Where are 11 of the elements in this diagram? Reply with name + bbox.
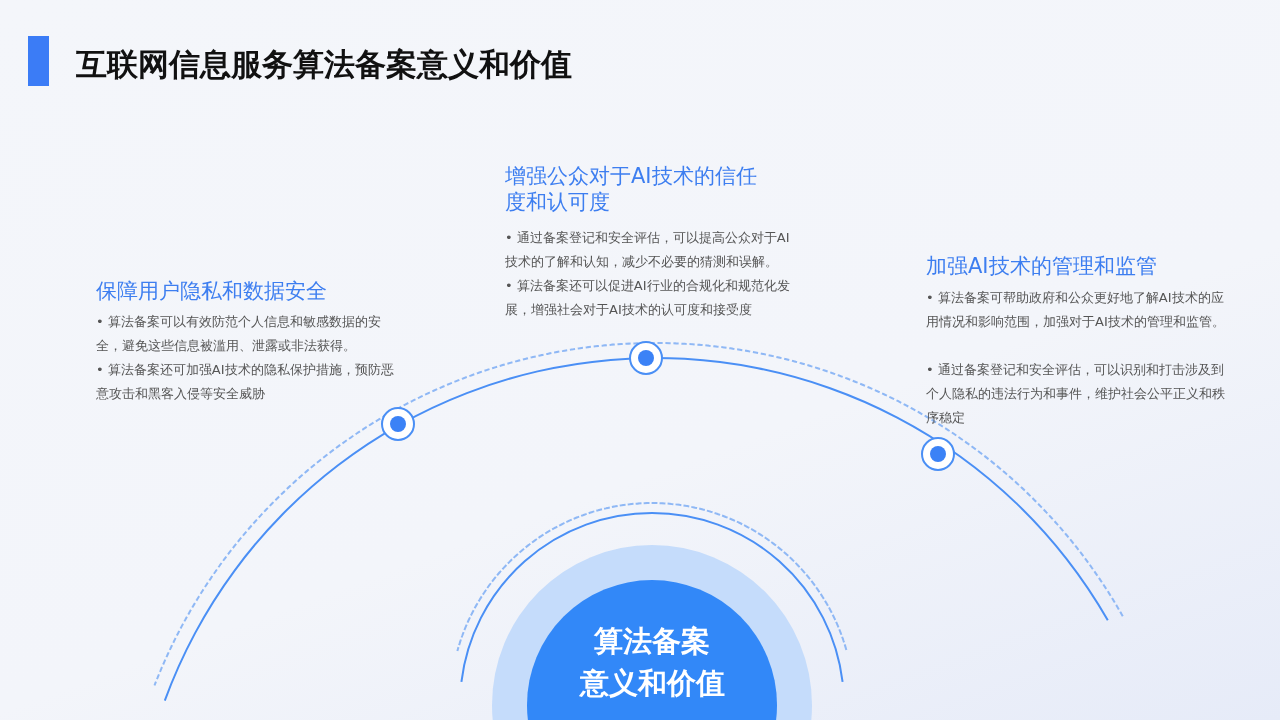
bullet-text: • 通过备案登记和安全评估，可以识别和打击涉及到个人隐私的违法行为和事件，维护社会公平正义和秩序稳定 bbox=[926, 361, 1226, 427]
bullet-text: • 算法备案可帮助政府和公众更好地了解AI技术的应用情况和影响范围，加强对于AI技术的管理和监管。 bbox=[926, 289, 1226, 331]
circle-label: 算法备案意义和价值 bbox=[578, 623, 726, 702]
bullet-text: • 算法备案还可加强AI技术的隐私保护措施，预防恶意攻击和黑客入侵等安全威胁 bbox=[96, 361, 395, 403]
bullet-text: • 通过备案登记和安全评估，可以提高公众对于AI技术的了解和认知，减少不必要的猜测和误解。 bbox=[505, 229, 791, 271]
bullet-text: • 算法备案还可以促进AI行业的合规化和规范化发展，增强社会对于AI技术的认可度和接受度 bbox=[505, 277, 791, 319]
topic-heading: 加强AI技术的管理和监管 bbox=[926, 253, 1158, 279]
page-title: 互联网信息服务算法备案意义和价值 bbox=[76, 45, 572, 84]
topic-heading: 增强公众对于AI技术的信任度和认可度 bbox=[505, 163, 758, 215]
bullet-text: • 算法备案可以有效防范个人信息和敏感数据的安全，避免这些信息被滥用、泄露或非法获得。 bbox=[96, 313, 382, 355]
topic-heading: 保障用户隐私和数据安全 bbox=[96, 278, 328, 304]
